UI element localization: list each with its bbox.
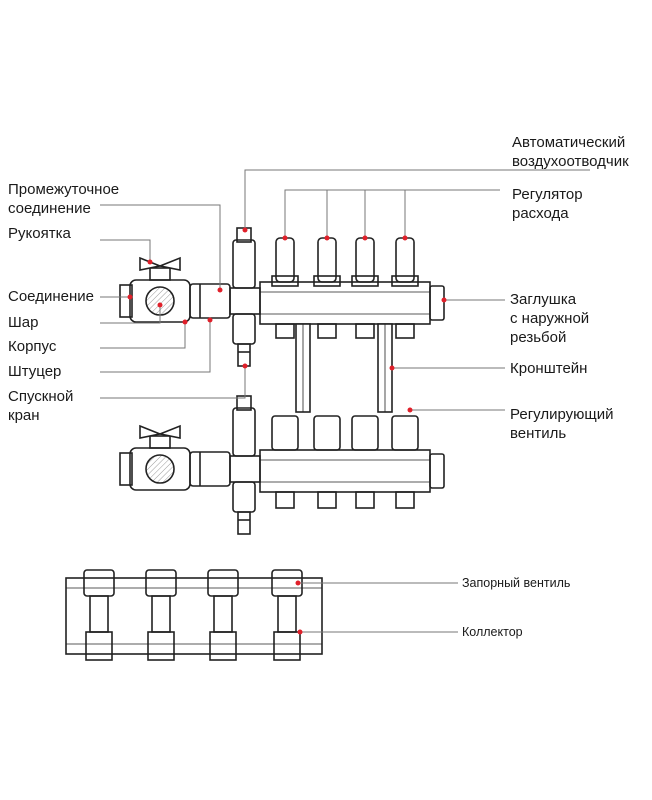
control-valves xyxy=(271,415,419,509)
label-body: Корпус xyxy=(8,338,57,355)
label-bracket: Кронштейн xyxy=(510,360,588,377)
supply-pipe xyxy=(259,281,431,325)
label-collector: Коллектор xyxy=(462,625,523,639)
label-ball: Шар xyxy=(8,314,39,331)
bracket-rails xyxy=(295,323,393,413)
label-fitting: Штуцер xyxy=(8,363,62,380)
flow-regulators xyxy=(271,237,419,339)
label-shutoff-valve: Запорный вентиль xyxy=(462,576,571,590)
supply-manifold xyxy=(119,227,445,367)
label-handle: Рукоятка xyxy=(8,225,71,242)
section-valves xyxy=(83,569,303,661)
marker-dots xyxy=(127,227,447,635)
collector-body xyxy=(65,577,323,655)
handle-shape xyxy=(139,256,181,271)
leader-lines xyxy=(100,169,590,633)
return-manifold xyxy=(119,395,445,535)
section-view xyxy=(65,569,323,661)
label-connection: Соединение xyxy=(8,288,94,305)
